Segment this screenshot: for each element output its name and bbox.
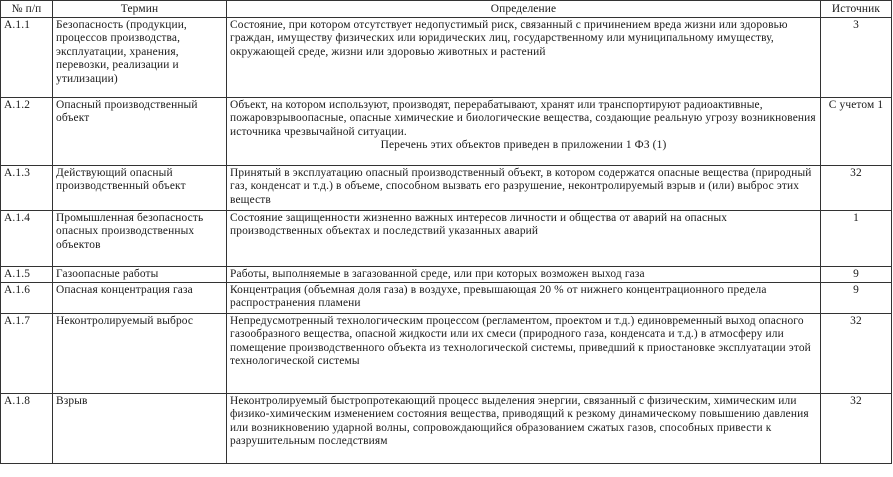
header-row: № п/п Термин Определение Источник (0, 0, 892, 18)
row-term: Опасная концентрация газа (52, 282, 227, 314)
table-body: А.1.1 Безопасность (продукции, процессов… (0, 17, 892, 464)
definition-text: Концентрация (объемная доля газа) в возд… (230, 284, 767, 310)
table-row: А.1.4 Промышленная безопасность опасных … (0, 210, 892, 267)
row-term: Действующий опасный производственный объ… (52, 165, 227, 211)
row-num: А.1.7 (0, 313, 53, 394)
definition-text: Объект, на котором используют, производя… (230, 99, 816, 138)
row-source: 32 (820, 393, 892, 464)
row-definition: Концентрация (объемная доля газа) в возд… (226, 282, 821, 314)
header-term: Термин (52, 0, 227, 18)
header-source: Источник (820, 0, 892, 18)
row-source: 1 (820, 210, 892, 267)
definition-text: Принятый в эксплуатацию опасный производ… (230, 167, 812, 206)
row-definition: Состояние, при котором отсутствует недоп… (226, 17, 821, 98)
table-row: А.1.7 Неконтролируемый выброс Непредусмо… (0, 313, 892, 394)
row-num: А.1.2 (0, 97, 53, 166)
table-row: А.1.1 Безопасность (продукции, процессов… (0, 17, 892, 98)
header-num: № п/п (0, 0, 53, 18)
row-definition: Неконтролируемый быстропротекающий проце… (226, 393, 821, 464)
row-definition: Работы, выполняемые в загазованной среде… (226, 266, 821, 283)
row-source: 9 (820, 282, 892, 314)
row-num: А.1.1 (0, 17, 53, 98)
definition-note: Перечень этих объектов приведен в прилож… (380, 139, 667, 152)
row-num: А.1.4 (0, 210, 53, 267)
definition-text: Работы, выполняемые в загазованной среде… (230, 268, 645, 280)
definition-text: Состояние, при котором отсутствует недоп… (230, 19, 788, 58)
row-term: Газоопасные работы (52, 266, 227, 283)
table-row: А.1.5 Газоопасные работы Работы, выполня… (0, 266, 892, 283)
glossary-table: № п/п Термин Определение Источник А.1.1 … (0, 0, 892, 464)
definition-text: Состояние защищенности жизненно важных и… (230, 212, 728, 238)
row-term: Безопасность (продукции, процессов произ… (52, 17, 227, 98)
row-source: 32 (820, 165, 892, 211)
row-definition: Состояние защищенности жизненно важных и… (226, 210, 821, 267)
row-source: 9 (820, 266, 892, 283)
header-definition: Определение (226, 0, 821, 18)
definition-text: Неконтролируемый быстропротекающий проце… (230, 395, 809, 448)
row-num: А.1.3 (0, 165, 53, 211)
row-source: 3 (820, 17, 892, 98)
row-definition: Принятый в эксплуатацию опасный производ… (226, 165, 821, 211)
row-source: 32 (820, 313, 892, 394)
row-definition: Объект, на котором используют, производя… (226, 97, 821, 166)
row-term: Промышленная безопасность опасных произв… (52, 210, 227, 267)
row-term: Взрыв (52, 393, 227, 464)
table-row: А.1.6 Опасная концентрация газа Концентр… (0, 282, 892, 314)
row-term: Опасный производственный объект (52, 97, 227, 166)
row-num: А.1.6 (0, 282, 53, 314)
row-term: Неконтролируемый выброс (52, 313, 227, 394)
table-row: А.1.8 Взрыв Неконтролируемый быстропроте… (0, 393, 892, 464)
table-header: № п/п Термин Определение Источник (0, 0, 892, 18)
row-source: С учетом 1 (820, 97, 892, 166)
definition-text: Непредусмотренный технологическим процес… (230, 315, 811, 368)
table-row: А.1.2 Опасный производственный объект Об… (0, 97, 892, 166)
row-definition: Непредусмотренный технологическим процес… (226, 313, 821, 394)
row-num: А.1.5 (0, 266, 53, 283)
row-num: А.1.8 (0, 393, 53, 464)
table-row: А.1.3 Действующий опасный производственн… (0, 165, 892, 211)
